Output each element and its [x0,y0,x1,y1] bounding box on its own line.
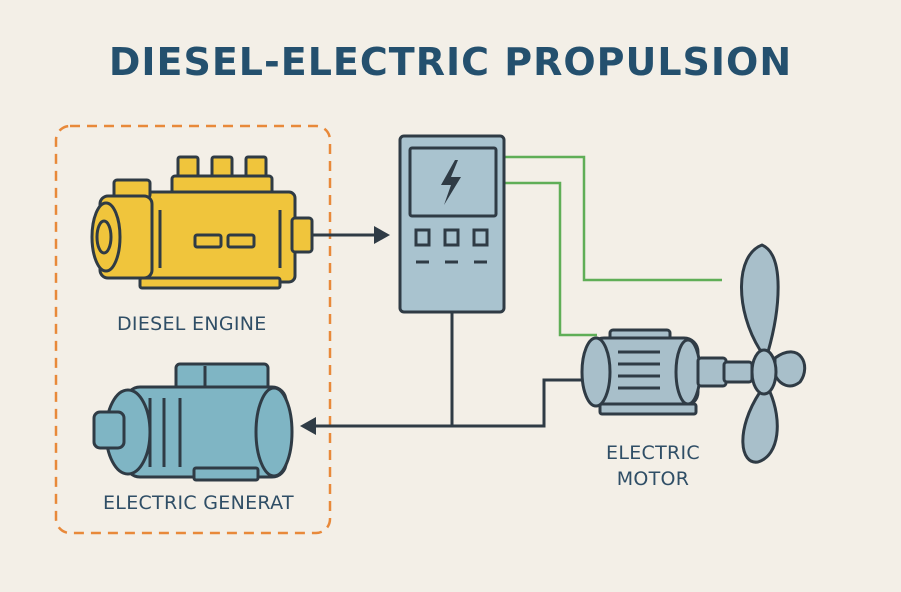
diesel-engine-icon [90,155,314,290]
engine-to-controller-arrow [310,226,390,244]
controller-cabinet [398,134,506,314]
electric-motor-label-line2: MOTOR [616,468,690,490]
electric-motor-label-line1: ELECTRIC [606,442,700,464]
electric-motor-label: ELECTRIC MOTOR [588,440,718,492]
controller-generator-link [316,312,586,428]
electric-generator-label: ELECTRIC GENERAT [103,492,294,514]
electric-motor-icon [580,328,754,416]
power-lines [504,155,722,337]
diesel-engine-label: DIESEL ENGINE [117,313,267,335]
engine-generator-group [54,124,332,535]
diagram-title: DIESEL-ELECTRIC PROPULSION [108,40,793,84]
to-generator-arrowhead [300,417,316,435]
propeller-icon [740,243,807,464]
lightning-bolt-icon [441,160,461,205]
generator-icon [92,362,294,482]
